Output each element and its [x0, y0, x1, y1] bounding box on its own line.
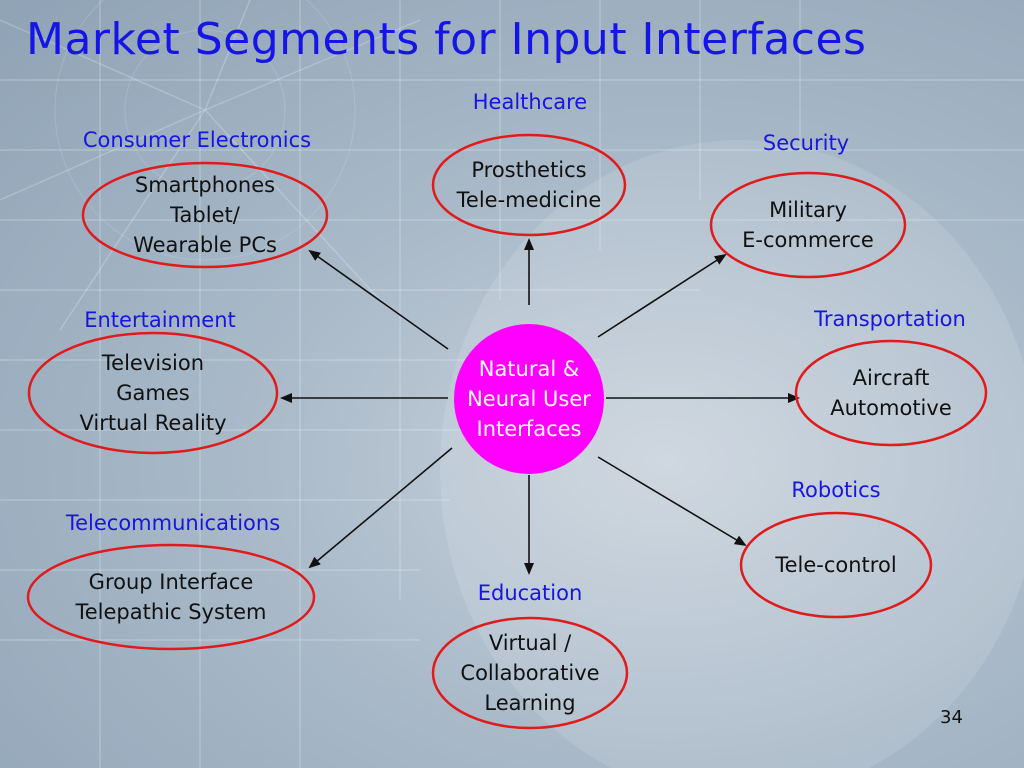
ellipse-healthcare: [431, 133, 627, 237]
category-label-healthcare: Healthcare: [472, 90, 588, 114]
segment-item: Games: [116, 381, 190, 405]
ellipse-robotics: [739, 511, 933, 619]
ellipse-education: [431, 616, 629, 730]
segment-item: Automotive: [830, 396, 952, 420]
segment-item: Television: [101, 351, 205, 375]
segment-item: Aircraft: [852, 366, 930, 390]
category-label-education: Education: [477, 581, 583, 605]
segment-item: Telepathic System: [75, 600, 267, 624]
segment-item: Tablet/: [170, 203, 240, 227]
page-title: Market Segments for Input Interfaces: [26, 14, 867, 65]
category-label-telecommunications: Telecommunications: [65, 511, 281, 535]
arrow-to-consumer-electronics: [308, 249, 449, 350]
category-label-security: Security: [762, 131, 850, 155]
segment-item: E-commerce: [742, 228, 874, 252]
arrow-to-telecommunications: [308, 447, 453, 569]
page-number: 34: [940, 707, 963, 728]
segment-item: Group Interface: [88, 570, 254, 594]
segment-item: Learning: [484, 691, 576, 715]
category-label-transportation: Transportation: [814, 307, 966, 331]
arrow-to-robotics: [597, 456, 747, 547]
hub-label: Natural & Neural User Interfaces: [454, 324, 604, 474]
arrow-to-security: [597, 253, 727, 338]
segment-item: Prosthetics: [471, 158, 587, 182]
hub-label-line: Neural User: [467, 387, 591, 411]
segment-item: Tele-control: [775, 553, 897, 577]
ellipse-telecommunications: [26, 543, 316, 651]
segment-item: Military: [769, 198, 847, 222]
hub-label-line: Interfaces: [476, 417, 582, 441]
category-label-entertainment: Entertainment: [84, 308, 236, 332]
category-label-robotics: Robotics: [791, 478, 881, 502]
segment-node-robotics: Tele-control: [775, 550, 896, 580]
hub-circle: [454, 324, 604, 474]
category-label-consumer-electronics: Consumer Electronics: [82, 128, 312, 152]
segment-item: Virtual /: [488, 631, 572, 655]
segment-item: Virtual Reality: [79, 411, 227, 435]
ellipse-security: [709, 171, 907, 279]
hub-label-line: Natural &: [478, 357, 580, 381]
ellipse-consumer-electronics: [81, 161, 329, 269]
segment-item: Tele-medicine: [456, 188, 602, 212]
segment-item: Wearable PCs: [133, 233, 277, 257]
segment-item: Smartphones: [134, 173, 276, 197]
ellipse-transportation: [794, 339, 988, 447]
ellipse-entertainment: [27, 331, 279, 455]
segment-item: Collaborative: [460, 661, 600, 685]
